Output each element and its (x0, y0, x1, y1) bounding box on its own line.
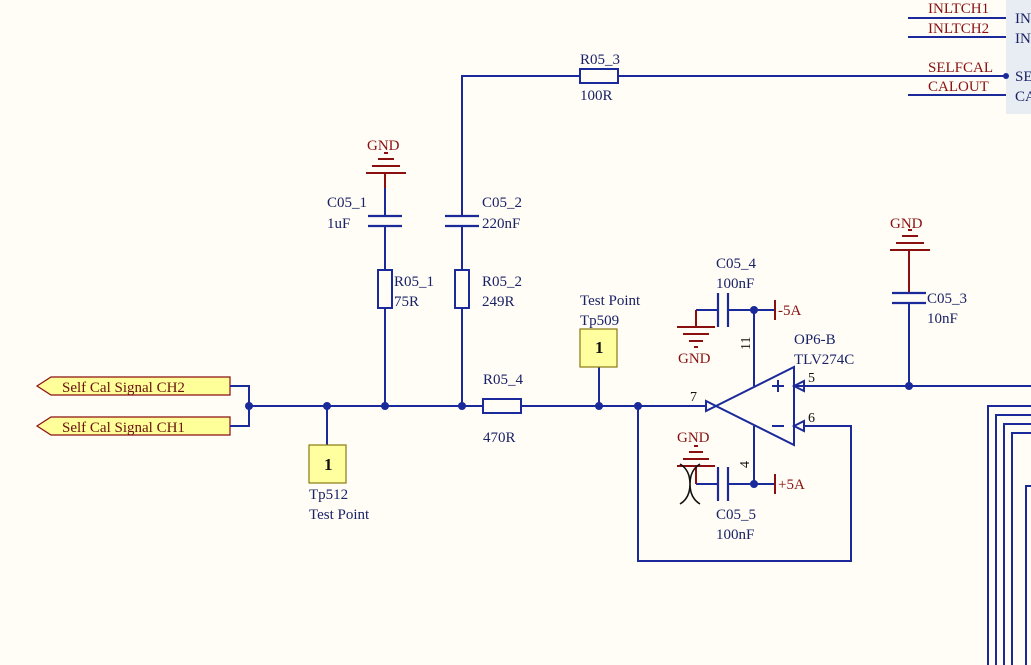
capacitor-c05-2[interactable] (445, 206, 479, 270)
gnd-label-3: GND (677, 430, 710, 446)
net-label-selfcal: SELFCAL (928, 60, 993, 76)
cursor-ibeam-icon (679, 463, 701, 505)
net-label-pos5a: +5A (778, 477, 805, 493)
r05-3-designator: R05_3 (580, 52, 620, 68)
op6-b-pin-4: 4 (738, 461, 753, 468)
testpoint-tp509[interactable] (579, 328, 618, 368)
gnd-symbol-c05-3 (890, 229, 930, 293)
tp512-pin: 1 (324, 455, 333, 474)
c05-1-designator: C05_1 (327, 195, 367, 211)
port-self-cal-ch2[interactable]: Self Cal Signal CH2 (35, 376, 231, 396)
capacitor-c05-1[interactable] (368, 188, 402, 270)
r05-3-value: 100R (580, 88, 613, 104)
resistor-r05-4[interactable] (482, 398, 522, 414)
sheet-pin-inltch2: IN (1015, 31, 1031, 47)
c05-3-value: 10nF (927, 311, 958, 327)
op6-b-designator: OP6-B (794, 332, 836, 348)
tp512-name: Test Point (309, 507, 370, 523)
gnd-symbol-c05-4 (677, 310, 715, 348)
r05-4-value: 470R (483, 430, 516, 446)
tp512-designator: Tp512 (309, 487, 348, 503)
feedback-wire (637, 406, 852, 562)
op6-b-value: TLV274C (794, 352, 854, 368)
svg-text:Self Cal Signal CH1: Self Cal Signal CH1 (62, 420, 185, 436)
capacitor-c05-4[interactable] (696, 293, 775, 327)
gnd-label-4: GND (890, 216, 923, 232)
port-self-cal-ch1[interactable]: Self Cal Signal CH1 (35, 416, 231, 436)
op6-b-pin-11: 11 (739, 337, 754, 350)
testpoint-tp512[interactable] (308, 444, 347, 484)
resistor-r05-3[interactable] (579, 68, 619, 84)
gnd-label-2: GND (678, 351, 711, 367)
gnd-symbol-c05-1 (366, 152, 406, 188)
tp509-name: Test Point (580, 293, 641, 309)
tp509-designator: Tp509 (580, 313, 619, 329)
tp509-pin: 1 (595, 338, 604, 357)
net-label-neg5a: -5A (778, 303, 801, 319)
sheet-pin-inltch1: IN (1015, 11, 1031, 27)
c05-3-designator: C05_3 (927, 291, 967, 307)
resistor-r05-2[interactable] (454, 269, 470, 309)
resistor-r05-1[interactable] (377, 269, 393, 309)
c05-5-value: 100nF (716, 527, 754, 543)
capacitor-c05-5[interactable] (696, 467, 775, 501)
svg-text:Self Cal Signal CH2: Self Cal Signal CH2 (62, 380, 185, 396)
c05-4-designator: C05_4 (716, 256, 757, 272)
r05-4-designator: R05_4 (483, 372, 524, 388)
r05-1-value: 75R (394, 294, 419, 310)
c05-2-designator: C05_2 (482, 195, 522, 211)
offscreen-component-outline (987, 405, 1031, 665)
c05-1-value: 1uF (327, 216, 350, 232)
selfcal-wire (461, 75, 1006, 206)
r05-1-designator: R05_1 (394, 274, 434, 290)
r05-2-designator: R05_2 (482, 274, 522, 290)
capacitor-c05-3[interactable] (892, 291, 926, 386)
op6-b-pin-5: 5 (808, 371, 815, 386)
junctions (245, 73, 1009, 488)
op6-b-pin-6: 6 (808, 411, 815, 426)
net-label-calout: CALOUT (928, 79, 989, 95)
opamp-op6-b[interactable] (705, 365, 805, 447)
c05-5-designator: C05_5 (716, 507, 756, 523)
c05-2-value: 220nF (482, 216, 520, 232)
sheet-symbol[interactable] (1006, 0, 1031, 114)
net-label-inltch2: INLTCH2 (928, 21, 989, 37)
gnd-label-1: GND (367, 138, 400, 154)
net-label-inltch1: INLTCH1 (928, 1, 989, 17)
r05-2-value: 249R (482, 294, 515, 310)
op6-b-pin-7: 7 (690, 390, 697, 405)
sheet-pin-selfcal: SE (1015, 69, 1031, 85)
sheet-pin-calout: CA (1015, 89, 1031, 105)
c05-4-value: 100nF (716, 276, 754, 292)
